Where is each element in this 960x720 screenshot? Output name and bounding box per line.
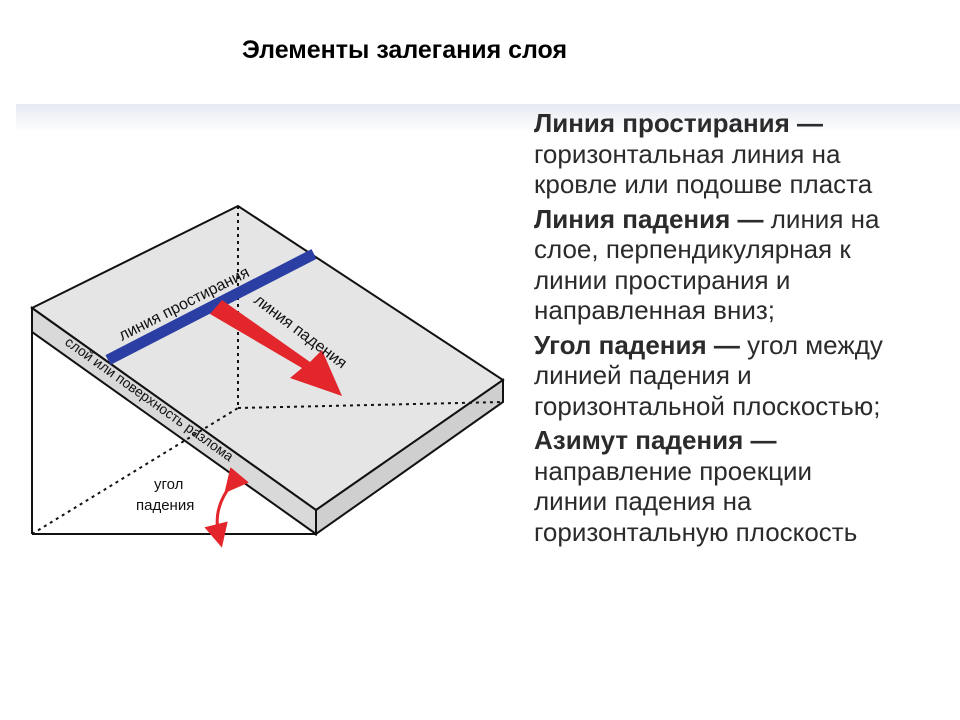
term-dash: — (789, 108, 824, 138)
term-dash: — (743, 425, 777, 455)
definition-text-line: линии падения на (534, 486, 752, 516)
definition-text-line: кровле или подошве пласта (534, 169, 873, 199)
definition-dip-angle: Угол падения — угол между линией падения… (534, 330, 960, 422)
definition-dip-azimuth: Азимут падения — направление проекции ли… (534, 425, 960, 547)
definition-text-line: линией падения и (534, 360, 752, 390)
definition-text-line: слое, перпендикулярная к (534, 234, 851, 264)
definition-text-line: направление проекции (534, 455, 813, 486)
header-band (16, 104, 960, 132)
term-dash: — (730, 203, 771, 234)
definition-text-line: направленная вниз; (534, 295, 775, 325)
hidden-edges (31, 206, 504, 535)
term: Азимут падения (534, 425, 744, 455)
definition-text: линия на (770, 203, 880, 234)
bedding-diagram: линия простирания линия падения слой или… (30, 204, 505, 548)
strike-line (105, 249, 317, 365)
definition-dip-line: Линия падения — линия на слое, перпендик… (534, 204, 960, 326)
definitions-list: Линия простирания — горизонтальная линия… (534, 108, 960, 551)
definition-strike-line: Линия простирания — горизонтальная линия… (534, 108, 960, 200)
layer-right-thickness (315, 378, 504, 536)
definition-text-line: горизонтальную плоскость (534, 516, 858, 547)
definition-text-line: линии простирания и (534, 264, 791, 295)
dip-angle-arc (204, 467, 249, 548)
dip-angle-label-line1: угол (154, 476, 183, 493)
term-dash: — (706, 329, 748, 360)
page-title: Элементы залегания слоя (242, 36, 568, 64)
term: Линия падения (534, 203, 731, 234)
term: Линия простирания (534, 108, 790, 138)
definition-text-line: горизонтальная линия на (534, 138, 841, 169)
dip-angle-label-line2: падения (136, 497, 194, 514)
dip-arrow (210, 300, 342, 396)
definition-text-line: горизонтальной плоскостью; (534, 390, 881, 421)
definition-text: угол между (747, 329, 883, 360)
term: Угол падения (534, 329, 707, 360)
